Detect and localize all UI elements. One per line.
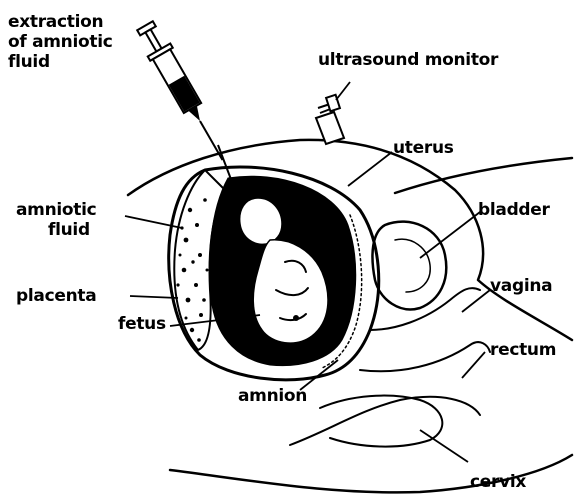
label-fetus: fetus [118,314,166,334]
ultrasound-probe [316,95,344,144]
label-extraction: extraction of amniotic fluid [8,12,113,72]
vagina-channel [370,288,480,330]
label-placenta: placenta [16,286,96,306]
syringe [134,19,234,166]
label-ultrasound-monitor: ultrasound monitor [318,50,498,70]
label-uterus: uterus [393,138,454,158]
perineum-outline [290,397,480,445]
bladder-inner [395,239,430,292]
fetus-marker [293,315,299,321]
label-amniotic-line1: amniotic [16,200,96,220]
label-amniotic-fluid: amniotic fluid [16,200,96,240]
label-vagina: vagina [490,276,552,296]
bladder [372,222,446,310]
label-extraction-line3: fluid [8,52,113,72]
label-amniotic-line2: fluid [16,220,96,240]
label-rectum: rectum [490,340,556,360]
back-outline [395,158,572,193]
label-amnion: amnion [238,386,307,406]
label-cervix: cervix [470,472,526,492]
lower-organs [320,396,442,447]
label-extraction-line2: of amniotic [8,32,113,52]
label-bladder: bladder [478,200,550,220]
label-extraction-line1: extraction [8,12,113,32]
rectum-channel [360,342,490,371]
